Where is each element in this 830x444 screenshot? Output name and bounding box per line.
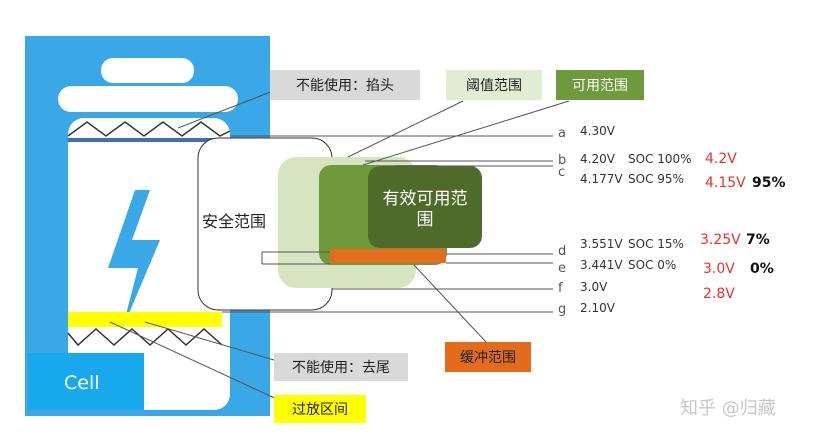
top-zigzag [67,121,231,137]
alt-voltage-d: 3.25V [700,232,741,248]
alt-voltage-b: 4.2V [705,151,737,167]
leader-usable [362,100,570,166]
top-cut-line [68,138,230,142]
voltage-e: 3.441V [580,258,623,272]
battery-terminal [101,58,194,83]
alt-voltage-c: 4.15V [705,175,746,191]
unusable-bottom-label: 不能使用：去尾 [274,353,408,381]
buffer-range-label: 缓冲范围 [445,342,531,372]
level-letter-d: d [558,244,567,259]
alt-soc-c: 95% [752,175,786,191]
voltage-g: 2.10V [580,301,615,315]
level-letter-b: b [558,153,567,168]
alt-voltage-e: 3.0V [703,261,735,277]
voltage-d: 3.551V [580,237,623,251]
soc-c: SOC 95% [628,172,684,186]
level-letter-a: a [558,126,566,141]
soc-e: SOC 0% [628,258,677,272]
alt-soc-d: 7% [746,232,770,248]
watermark: 知乎 @归藏 [680,398,776,419]
voltage-c: 4.177V [580,172,623,186]
voltage-b: 4.20V [580,152,615,166]
alt-voltage-f: 2.8V [703,286,735,302]
lightning-bolt [108,190,160,330]
battery-cap [58,86,238,112]
leader-buffer [413,264,487,343]
leader-unusable-bottom [144,321,275,361]
soc-d: SOC 15% [628,237,684,251]
soc-b: SOC 100% [628,152,692,166]
voltage-f: 3.0V [580,280,608,294]
level-letter-g: g [558,302,567,317]
cell-box [28,353,144,410]
threshold-range-label: 阈值范围 [446,70,542,100]
level-letter-e: e [558,261,566,276]
leader-over-discharge [109,321,280,401]
effective-usable-label: 有效可用范围 [372,180,478,240]
over-discharge-band [68,312,222,327]
voltage-a: 4.30V [580,124,615,138]
usable-range-label: 可用范围 [556,70,644,100]
leader-unusable-top [177,85,287,129]
effective-usable-text: 有效可用范围 [382,188,468,230]
level-letter-c: c [558,165,566,180]
alt-soc-e: 0% [750,261,774,277]
buffer-bar [330,249,446,263]
over-discharge-label: 过放区间 [274,395,366,423]
unusable-top-label: 不能使用：掐头 [270,70,420,100]
effective-range-box [368,166,482,248]
safe-range-label: 安全范围 [202,212,267,231]
cell-label: Cell [64,372,100,394]
leader-threshold [347,100,464,158]
level-letter-f: f [558,281,563,296]
